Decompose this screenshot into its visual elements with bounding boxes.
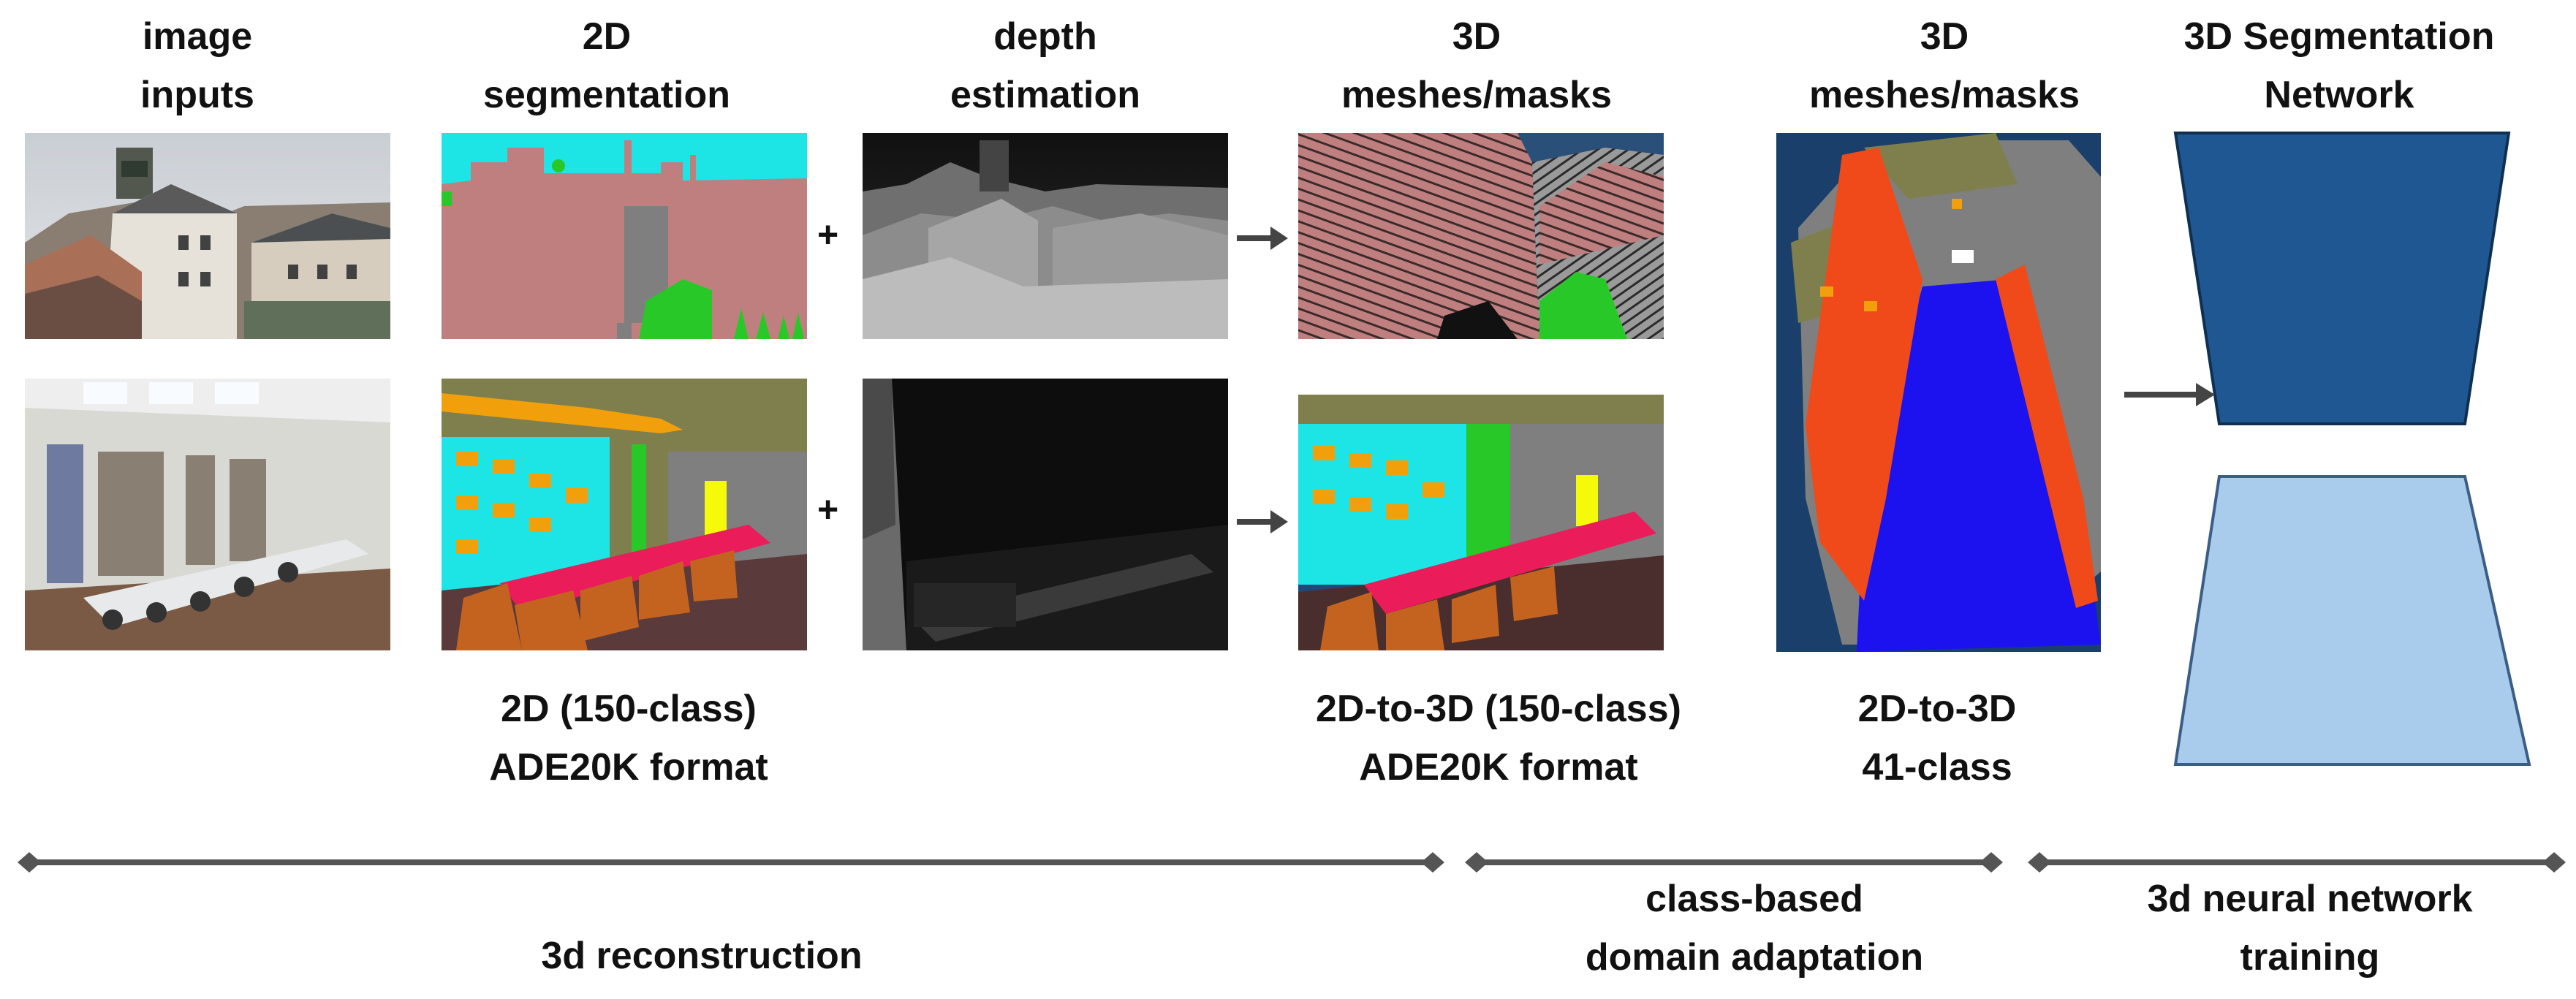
caption-2d-format: 2D (150-class) ADE20K format	[489, 688, 768, 789]
indoor-3d-mesh	[1298, 395, 1664, 650]
indoor-depth-map	[863, 379, 1228, 650]
header-2d-segmentation: 2D segmentation	[482, 15, 731, 116]
phase-label-reconstruction: 3d reconstruction	[541, 935, 863, 977]
outdoor-3d-mesh	[1298, 133, 1664, 339]
adapted-3d-mesh	[1776, 133, 2101, 652]
phase-label-training: 3d neural network training	[2147, 878, 2473, 979]
flow-arrow-to-network	[2124, 383, 2215, 406]
decoder-trapezoid	[2173, 475, 2531, 766]
flow-arrow-row1	[1237, 227, 1288, 250]
header-3d-segmentation-network: 3D Segmentation Network	[2183, 15, 2495, 116]
flow-arrow-row2	[1237, 510, 1288, 533]
indoor-photo	[25, 379, 390, 650]
header-image-inputs: image inputs	[140, 15, 254, 116]
phase-bar-reconstruction	[18, 852, 1444, 873]
outdoor-photo	[25, 133, 390, 339]
outdoor-depth-map	[863, 133, 1228, 339]
plus-sign-row2: +	[817, 489, 839, 530]
plus-sign-row1: +	[817, 214, 839, 255]
header-depth-estimation: depth estimation	[950, 15, 1141, 116]
phase-label-adaptation: class-based domain adaptation	[1585, 878, 1924, 979]
indoor-segmentation	[442, 379, 807, 650]
header-3d-meshes-masks-adapted: 3D meshes/masks	[1808, 15, 2080, 116]
caption-2d-to-3d-150-class: 2D-to-3D (150-class) ADE20K format	[1316, 688, 1681, 789]
caption-2d-to-3d-41-class: 2D-to-3D 41-class	[1857, 688, 2017, 789]
header-3d-meshes-masks: 3D meshes/masks	[1341, 15, 1613, 116]
encoder-trapezoid	[2173, 132, 2511, 425]
outdoor-segmentation	[442, 133, 807, 339]
